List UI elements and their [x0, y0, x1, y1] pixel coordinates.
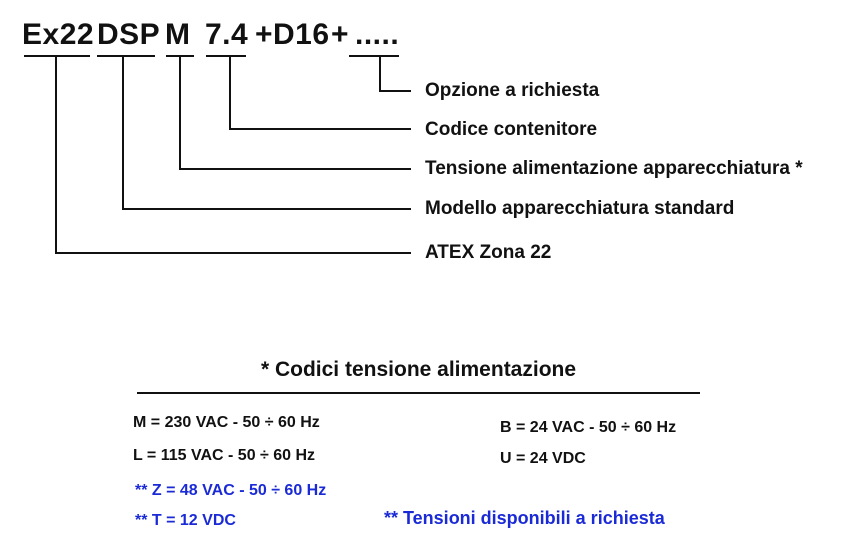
voltage-codes-divider [137, 392, 700, 394]
code-part-d16: +D16 [255, 18, 330, 51]
on-request-note: ** Tensioni disponibili a richiesta [384, 508, 665, 528]
legend-atex: ATEX Zona 22 [425, 242, 552, 263]
code-part-dsp: DSP [97, 18, 161, 51]
voltage-code-m: M = 230 VAC - 50 ÷ 60 Hz [133, 414, 320, 431]
code-part-ex22: Ex22 [22, 18, 95, 51]
connector-atex-vertical [55, 55, 57, 254]
connector-model-vertical [122, 55, 124, 210]
underline-dsp [97, 55, 155, 57]
connector-options-vertical [379, 55, 381, 92]
connector-voltage-horizontal [179, 168, 411, 170]
code-part-voltage: M [165, 18, 191, 51]
connector-container-vertical [229, 55, 231, 130]
code-part-plus: + [331, 18, 350, 51]
connector-model-horizontal [122, 208, 411, 210]
legend-voltage: Tensione alimentazione apparecchiatura * [425, 158, 803, 179]
legend-model: Modello apparecchiatura standard [425, 198, 735, 219]
voltage-code-z: ** Z = 48 VAC - 50 ÷ 60 Hz [135, 482, 327, 499]
connector-atex-horizontal [55, 252, 411, 254]
connector-container-horizontal [229, 128, 411, 130]
legend-options: Opzione a richiesta [425, 80, 600, 101]
connector-voltage-vertical [179, 55, 181, 170]
connector-options-horizontal [379, 90, 411, 92]
voltage-code-u: U = 24 VDC [500, 450, 586, 467]
voltage-code-l: L = 115 VAC - 50 ÷ 60 Hz [133, 447, 316, 464]
voltage-codes-title: * Codici tensione alimentazione [260, 358, 577, 381]
underline-container [206, 55, 246, 57]
underline-ex22 [24, 55, 90, 57]
underline-options [349, 55, 399, 57]
voltage-code-t: ** T = 12 VDC [135, 512, 236, 529]
code-part-container: 7.4 [205, 18, 249, 51]
legend-container: Codice contenitore [425, 119, 598, 140]
voltage-code-b: B = 24 VAC - 50 ÷ 60 Hz [500, 419, 677, 436]
code-part-options: ..... [355, 18, 400, 51]
